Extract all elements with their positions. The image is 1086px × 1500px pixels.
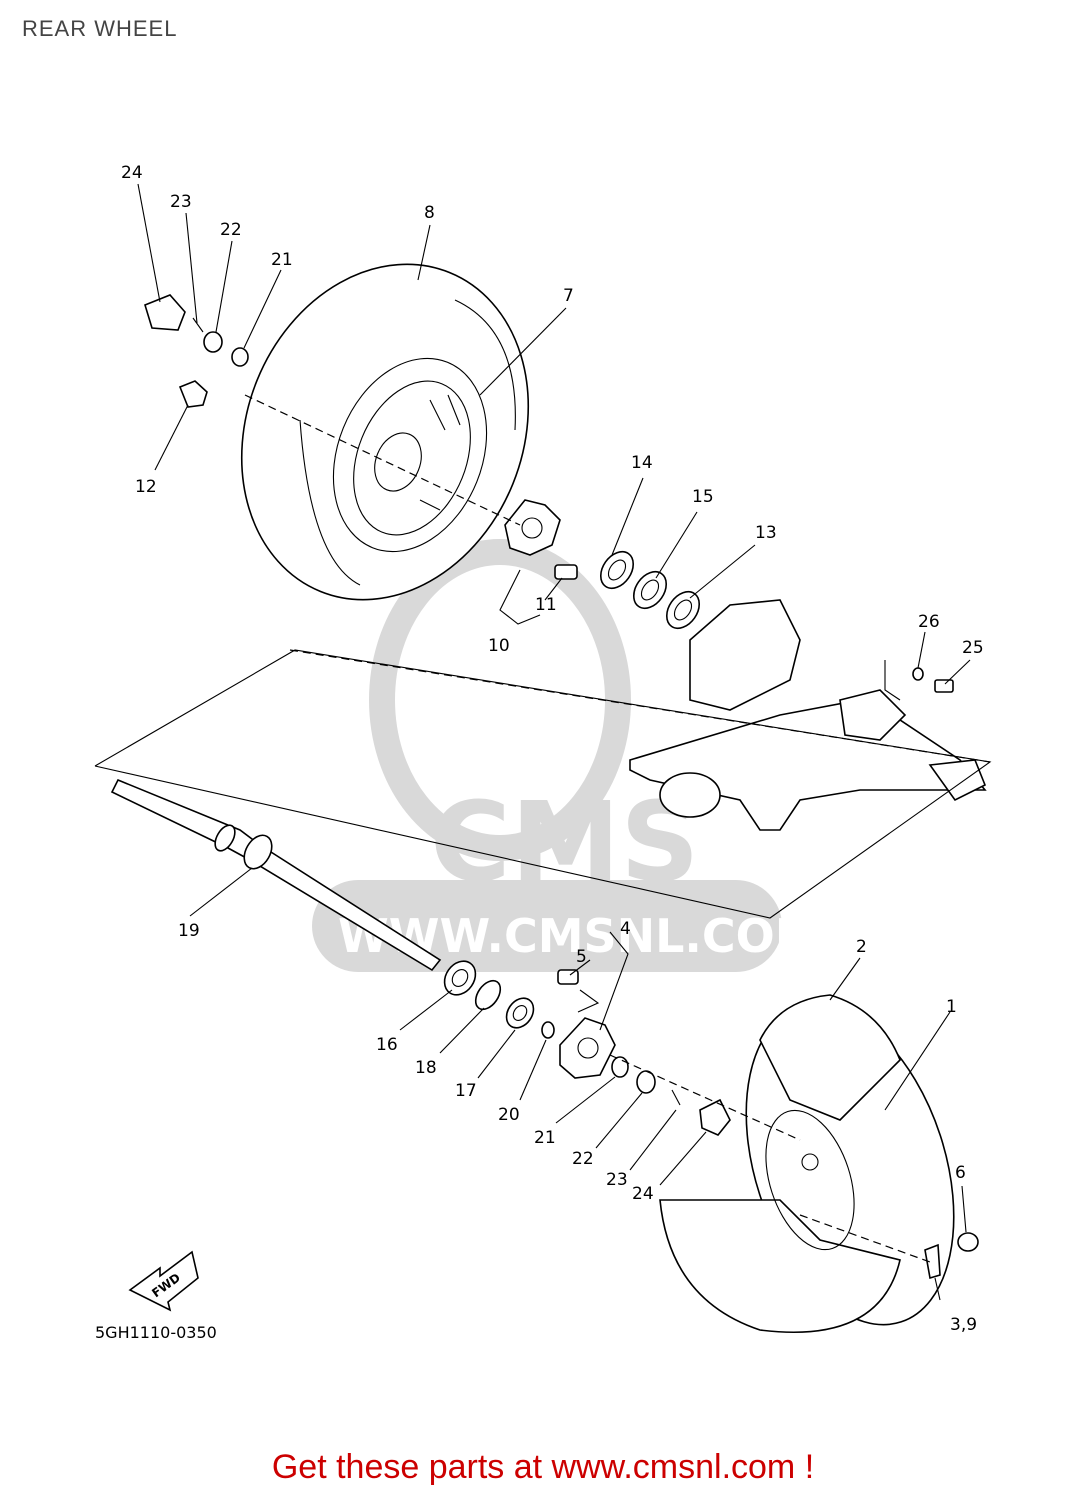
top-wheel-tire (240, 263, 530, 601)
cta-link[interactable]: Get these parts at www.cmsnl.com ! (271, 1448, 815, 1486)
fwd-arrow: FWD (128, 1250, 199, 1312)
callout-11: 11 (535, 595, 557, 615)
top-small-parts (144, 294, 249, 408)
leader-lines (137, 183, 971, 1301)
callout-5: 5 (576, 947, 587, 967)
callout-22-bottom: 22 (572, 1149, 594, 1169)
callout-20: 20 (498, 1105, 520, 1125)
callout-10: 10 (488, 636, 510, 656)
callout-4: 4 (620, 919, 631, 939)
bottom-wheel (659, 994, 979, 1334)
callout-23-top: 23 (170, 192, 192, 212)
callout-18: 18 (415, 1058, 437, 1078)
bottom-small-parts (443, 960, 731, 1136)
callout-7: 7 (563, 286, 574, 306)
callout-21-bottom: 21 (534, 1128, 556, 1148)
diagram-code: 5GH1110-0350 (95, 1323, 217, 1342)
top-hub-10 (504, 499, 578, 580)
assembly-lines (244, 394, 991, 1263)
callout-8: 8 (424, 203, 435, 223)
callout-25: 25 (962, 638, 984, 658)
callout-3-9: 3,9 (950, 1315, 977, 1335)
callout-2: 2 (856, 937, 867, 957)
callout-17: 17 (455, 1081, 477, 1101)
callout-24-bottom: 24 (632, 1184, 654, 1204)
top-bearings (599, 550, 701, 630)
callout-16: 16 (376, 1035, 398, 1055)
callout-24-top: 24 (121, 163, 143, 183)
callout-21-top: 21 (271, 250, 293, 270)
callout-14: 14 (631, 453, 653, 473)
callouts: 24 23 22 21 8 7 12 14 15 13 11 10 26 25 … (121, 163, 984, 1335)
callout-1: 1 (946, 997, 957, 1017)
callout-19: 19 (178, 921, 200, 941)
swingarm (629, 599, 987, 831)
callout-6: 6 (955, 1163, 966, 1183)
callout-26: 26 (918, 612, 940, 632)
callout-22-top: 22 (220, 220, 242, 240)
axle-shaft (110, 778, 442, 972)
callout-12: 12 (135, 477, 157, 497)
callout-15: 15 (692, 487, 714, 507)
callout-23-bottom: 23 (606, 1170, 628, 1190)
callout-13: 13 (755, 523, 777, 543)
page-title: REAR WHEEL (22, 16, 178, 41)
watermark-brand: CMS (430, 778, 699, 906)
